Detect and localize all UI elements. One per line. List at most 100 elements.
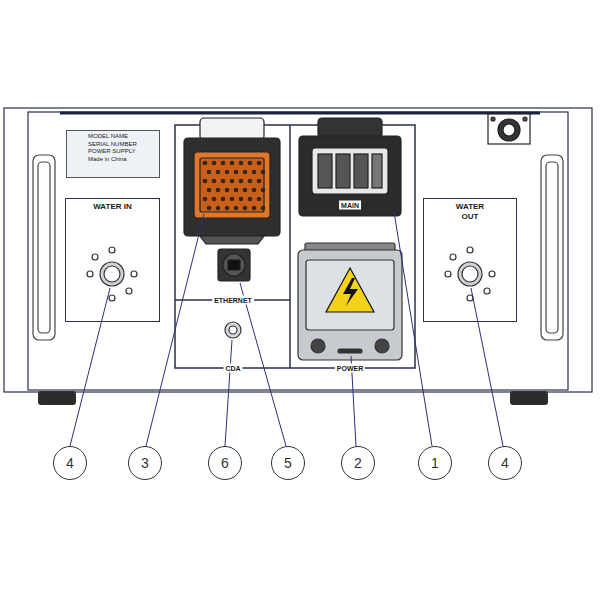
ethernet-jack [218,249,250,281]
signal-pins [225,206,230,211]
callout-number: 4 [501,455,509,471]
signal-pins [221,179,226,184]
water-port [104,266,120,282]
water-port [445,271,451,277]
signal-connector [200,236,264,244]
callout-number: 2 [354,455,362,471]
signal-pins [261,206,266,211]
signal-pins [234,206,239,211]
water-port [458,262,482,286]
leader-line [394,212,432,446]
signal-pins [252,170,257,175]
signal-connector [194,152,270,218]
chassis [4,108,592,392]
signal-pins [216,206,221,211]
round-connector [523,117,527,121]
cda-fitting [229,326,237,334]
leader-line [70,212,503,446]
signal-pins [261,188,266,193]
signal-pins [225,170,230,175]
nameplate-text: Made in China [88,156,156,164]
callout-number: 1 [418,446,452,480]
callout-number: 4 [66,455,74,471]
main-connector [372,154,382,188]
port-label: ETHERNET [212,296,254,305]
ethernet-jack [228,260,240,270]
signal-pins [239,161,244,166]
port-label: CDA [223,364,242,373]
callout-number: 2 [341,446,375,480]
callout-number: 4 [488,446,522,480]
callout-number: 3 [141,455,149,471]
callout-number: 6 [221,455,229,471]
callout-number: 6 [208,446,242,480]
signal-pins [216,188,221,193]
port-label: POWER [335,364,365,373]
round-connector [491,117,495,121]
water-port [109,247,115,253]
water-panel-text: WATER OUT [448,202,492,222]
signal-pins [207,188,212,193]
chassis [60,112,540,115]
signal-connector [184,138,280,236]
main-connector [354,154,368,188]
ethernet-jack [223,254,245,276]
water-port [467,247,473,253]
signal-pins [234,170,239,175]
signal-pins [257,161,262,166]
signal-pins [221,161,226,166]
signal-pins [239,179,244,184]
leader-line [146,214,204,446]
power-cover [326,268,374,312]
signal-pins [248,197,253,202]
power-cover [298,243,402,360]
signal-connector [184,118,280,244]
foot [38,391,548,405]
signal-pins [203,161,208,166]
round-connector [488,114,530,144]
water-port [489,271,495,277]
main-connector [318,154,332,188]
chassis [4,108,592,392]
signal-pins [239,197,244,202]
water-panel: WATER OUT [423,198,517,322]
rack-handle [38,162,50,333]
signal-pins [243,206,248,211]
rack-handle [33,155,55,340]
leader-line [240,283,286,446]
signal-pins [207,170,212,175]
water-panel-text: WATER IN [91,202,135,212]
water-port [126,288,132,294]
signal-pins [203,179,208,184]
main-connector [318,118,382,138]
connector-panel [175,125,415,368]
signal-pins [225,188,230,193]
rack-handle [541,155,563,340]
connector-label: MAIN [339,201,361,210]
main-connector [336,154,350,188]
water-port [450,254,456,260]
power-cover [306,260,394,330]
signal-pins [207,206,212,211]
signal-pins [248,179,253,184]
signal-pins [212,179,217,184]
round-connector [503,124,515,136]
power-cover [343,278,358,306]
main-connector [312,148,388,194]
cda-fitting [225,322,241,338]
signal-pins [257,179,262,184]
signal-pins [230,161,235,166]
signal-pins [248,161,253,166]
ethernet-jack [218,249,250,281]
water-port [87,247,495,301]
signal-pins [243,170,248,175]
signal-pins [212,161,217,166]
power-cover [311,339,325,353]
callout-number: 3 [128,446,162,480]
signal-pins [230,179,235,184]
signal-pins [234,188,239,193]
signal-pins [257,197,262,202]
signal-pins [261,170,266,175]
